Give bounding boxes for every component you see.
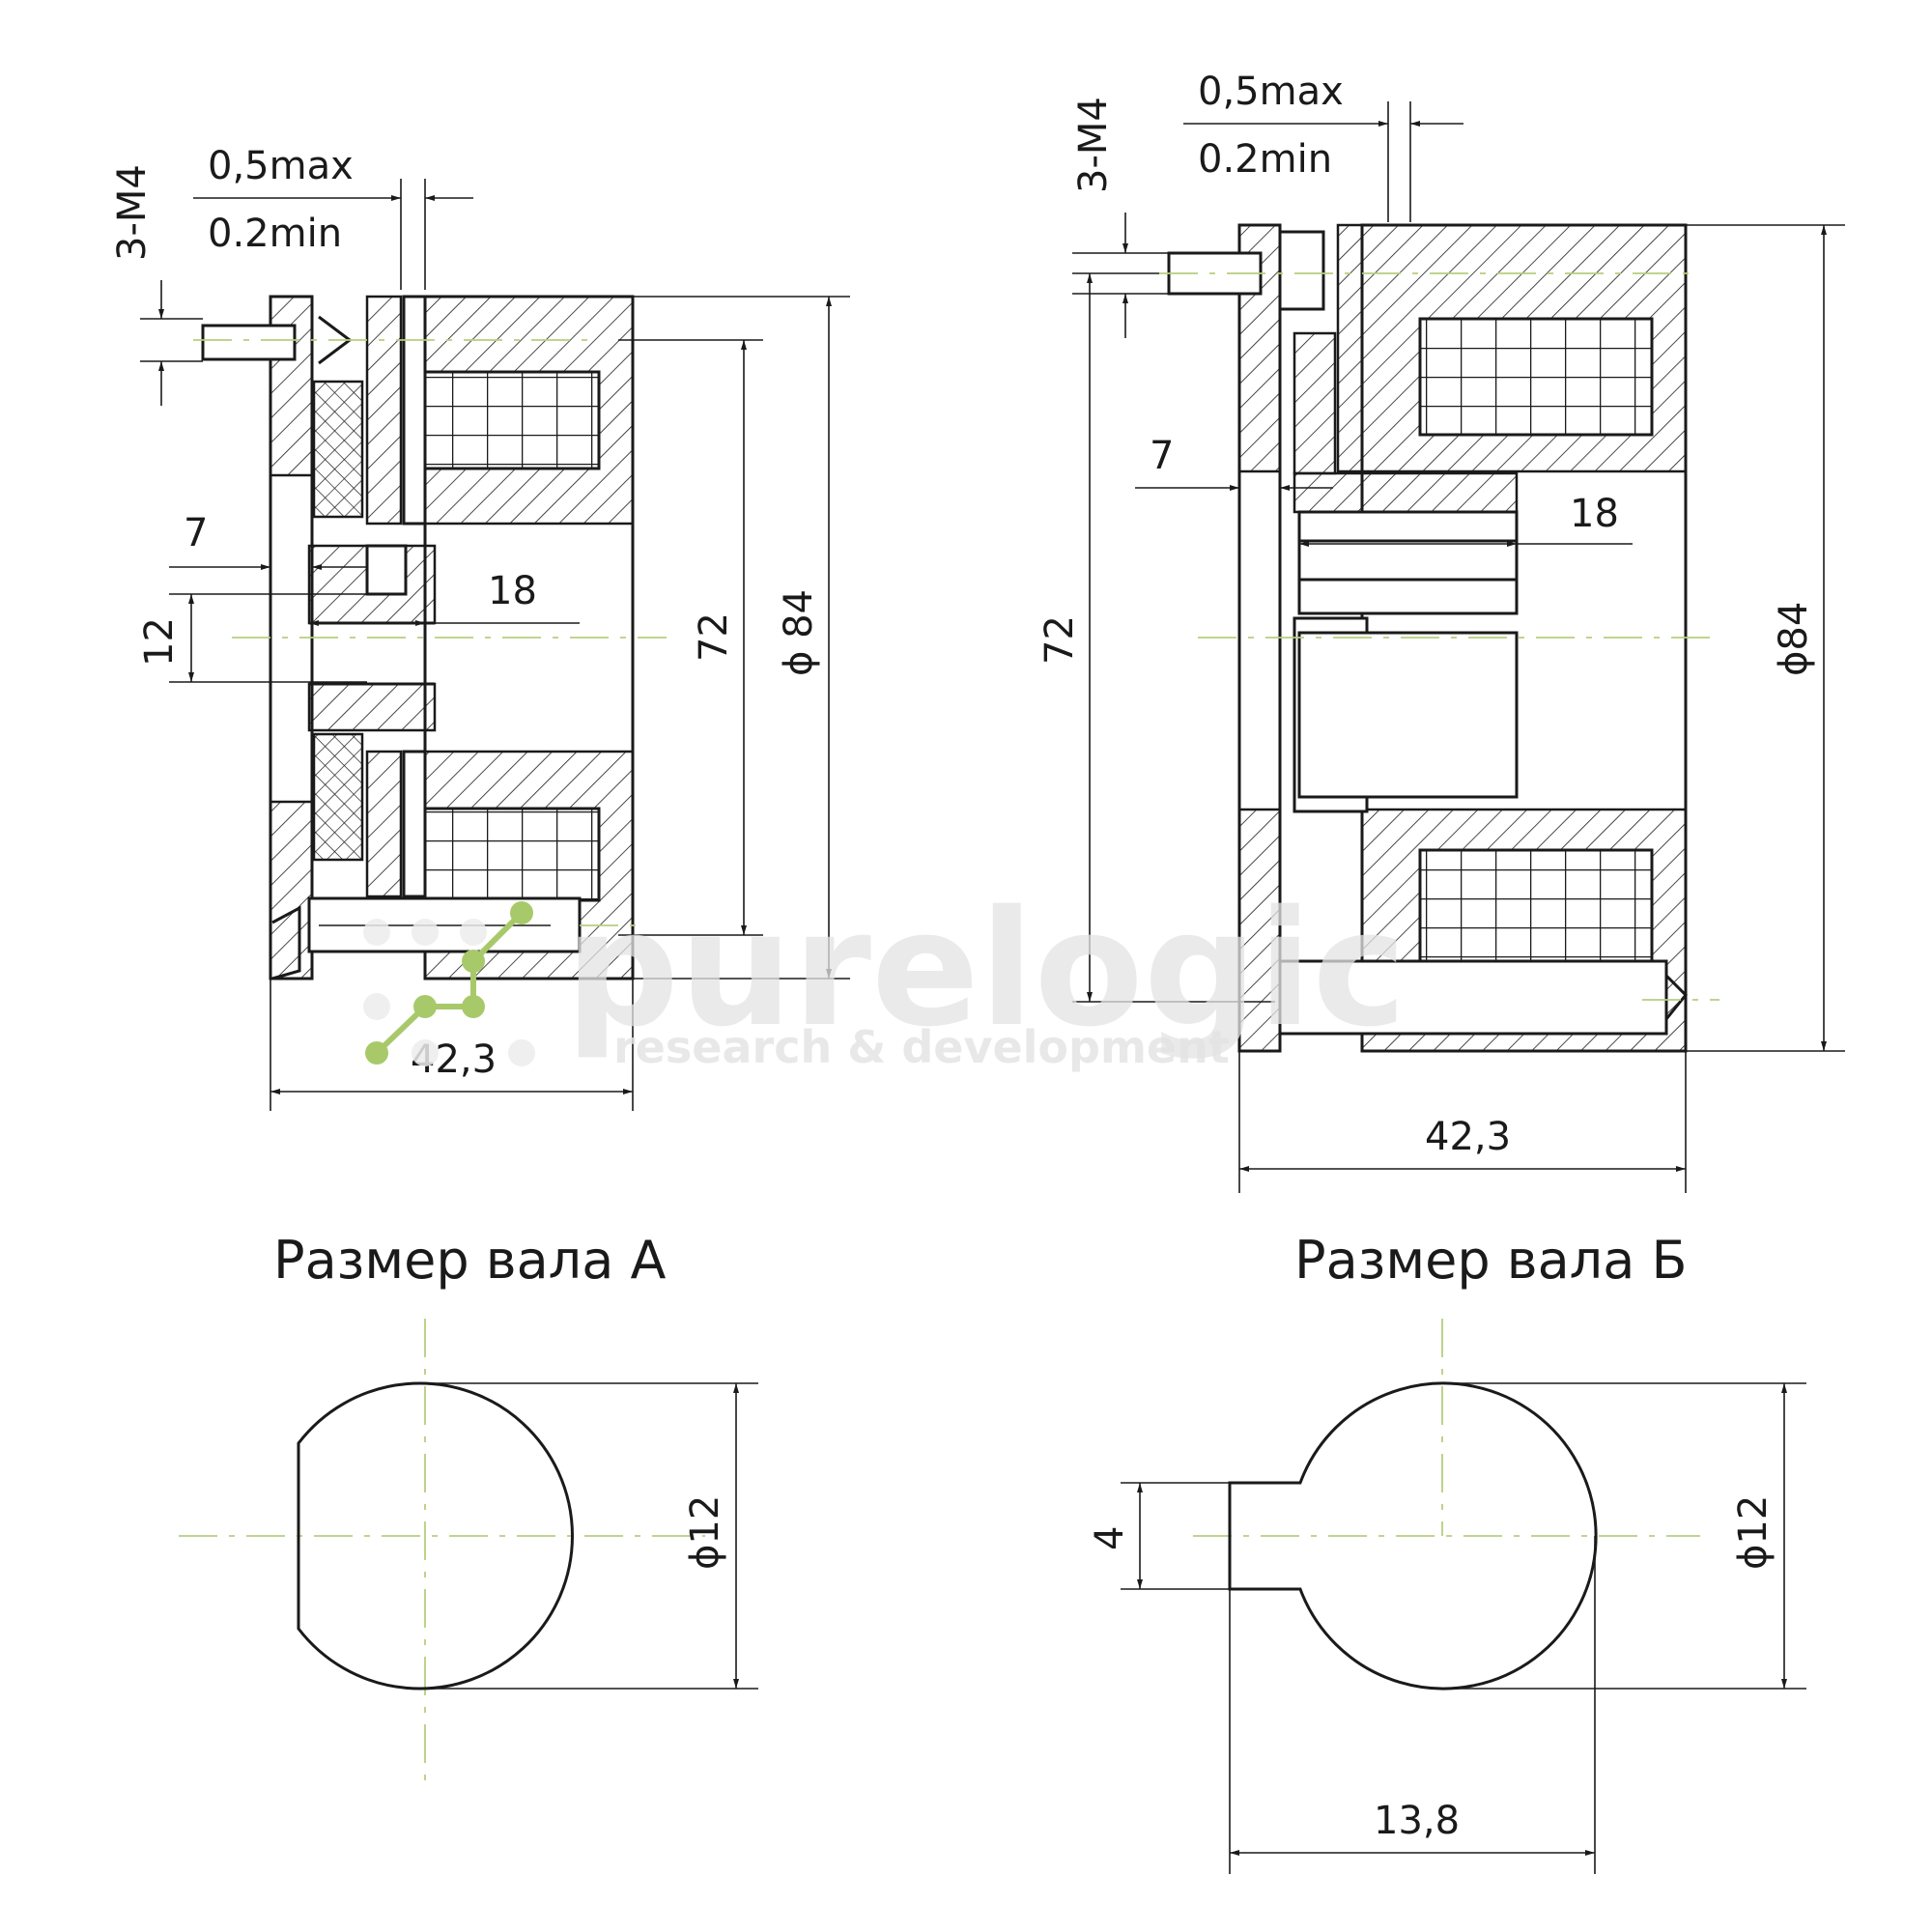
view-a-dim-72: 72 xyxy=(692,612,736,662)
purelogic-watermark: purelogic research & development xyxy=(363,876,1406,1073)
view-a-coil-top xyxy=(423,370,601,470)
shaft-a-section: Размер вала А ϕ12 xyxy=(179,1230,758,1787)
shaft-b-title: Размер вала Б xyxy=(1294,1230,1688,1291)
purelogic-logo-icon xyxy=(363,901,535,1066)
view-b-coil-bottom xyxy=(1418,848,1654,963)
view-a-section xyxy=(193,295,667,980)
view-b-thread-label: 3-M4 xyxy=(1071,97,1116,193)
view-b-dim-7: 7 xyxy=(1150,434,1174,478)
shaft-a-title: Размер вала А xyxy=(273,1230,666,1291)
view-a-screw xyxy=(201,324,297,361)
shaft-b-diameter: ϕ12 xyxy=(1731,1495,1776,1570)
view-b-coil-top xyxy=(1418,317,1654,437)
shaft-b-overall: 13,8 xyxy=(1374,1799,1460,1843)
view-a-flange-top xyxy=(269,295,314,477)
view-b-flange-bottom xyxy=(1237,808,1282,1053)
view-a-friction-top xyxy=(312,380,364,519)
view-b-section xyxy=(1159,223,1719,1053)
view-b-dim-72: 72 xyxy=(1037,615,1082,665)
view-b-dim-84: ϕ84 xyxy=(1772,602,1816,676)
view-b-dim-length: 42,3 xyxy=(1425,1115,1511,1159)
view-a-thread-label: 3-M4 xyxy=(110,164,155,261)
view-a-flange-bottom xyxy=(269,800,314,980)
view-a-hub-bottom xyxy=(307,682,437,732)
view-b-gap-max-label: 0,5max xyxy=(1198,70,1344,114)
watermark-brand: purelogic xyxy=(565,876,1406,1062)
view-b-gap-min-label: 0.2min xyxy=(1198,137,1332,182)
view-b-dimensions: 3-M4 0,5max 0.2min 7 18 72 ϕ84 42,3 xyxy=(1037,70,1845,1193)
shaft-b-section: Размер вала Б ϕ12 4 13,8 xyxy=(1088,1230,1806,1874)
shaft-a-profile xyxy=(297,1381,574,1690)
view-a-gap-max-label: 0,5max xyxy=(208,144,354,188)
view-a-dimensions: 3-M4 0,5max 0.2min 7 12 18 72 ϕ 84 xyxy=(110,144,850,1111)
shaft-b-key-width: 4 xyxy=(1088,1526,1132,1550)
view-a-gap-min-label: 0.2min xyxy=(208,212,342,256)
view-b-dim-18: 18 xyxy=(1570,492,1619,536)
view-b-hub xyxy=(1297,510,1519,615)
view-a-dim-12: 12 xyxy=(137,617,182,667)
view-a-dim-18: 18 xyxy=(488,569,537,613)
watermark-tagline: research & development xyxy=(613,1021,1230,1073)
view-a-friction-bottom xyxy=(312,732,364,862)
view-a-dim-84: ϕ 84 xyxy=(777,589,821,676)
view-a-coil-bottom xyxy=(423,807,601,902)
shaft-a-diameter: ϕ12 xyxy=(683,1495,727,1570)
view-a-dim-7: 7 xyxy=(184,511,208,555)
